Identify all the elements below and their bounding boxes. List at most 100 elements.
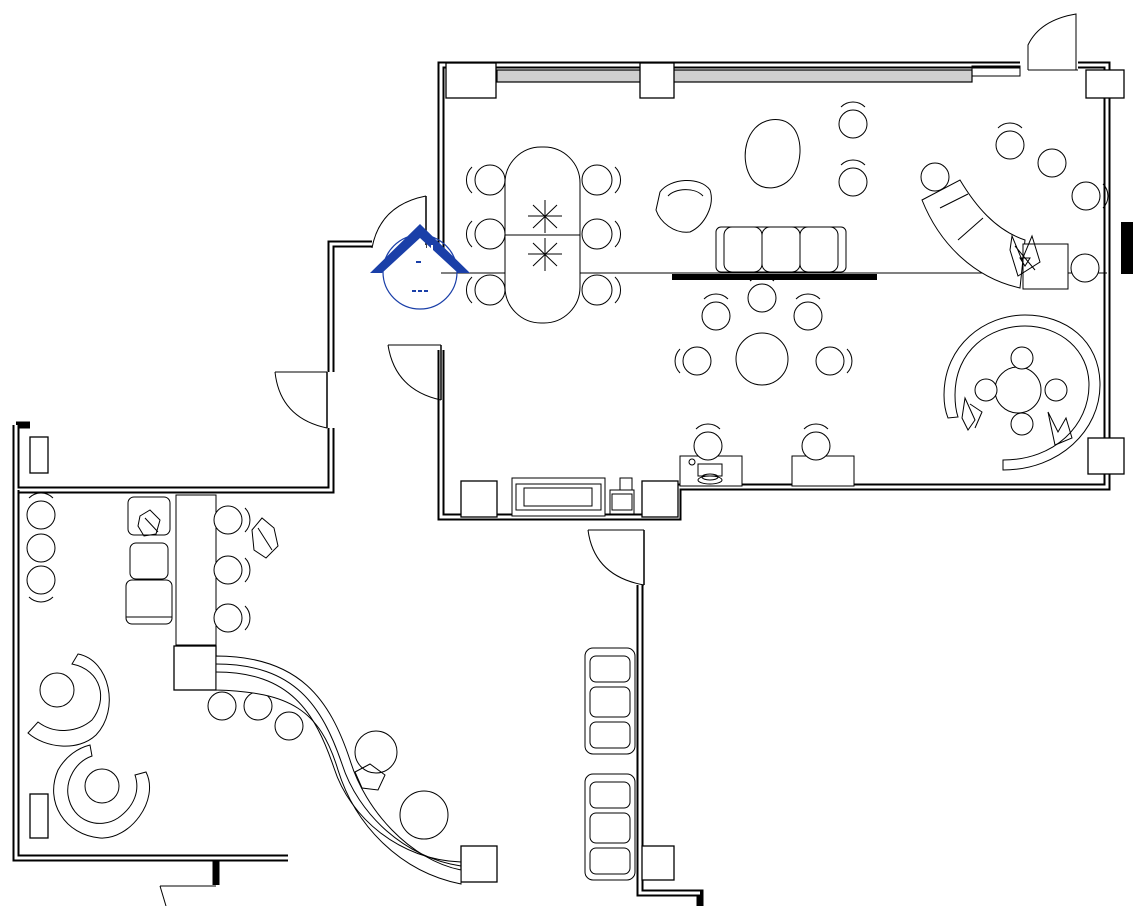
desk-chairs bbox=[693, 423, 831, 461]
chair-icon bbox=[466, 274, 506, 306]
column bbox=[29, 436, 49, 474]
credenza bbox=[511, 477, 635, 517]
plant-icon bbox=[1047, 411, 1073, 446]
side-table bbox=[1022, 243, 1069, 290]
chair-icon bbox=[701, 293, 731, 331]
round-table bbox=[994, 366, 1042, 414]
wall-corridor bbox=[12, 240, 372, 494]
chair-icon bbox=[26, 492, 56, 530]
chair-icon bbox=[1010, 412, 1034, 436]
chair-icon bbox=[1037, 148, 1067, 178]
east-window bbox=[1121, 222, 1133, 274]
column bbox=[445, 62, 497, 99]
chair-icon bbox=[838, 101, 868, 139]
bar-counter bbox=[125, 494, 279, 646]
chair-icon bbox=[995, 122, 1025, 160]
curved-lounge-chair bbox=[27, 653, 151, 839]
curved-bench bbox=[215, 655, 462, 885]
plant-icon bbox=[354, 763, 386, 791]
table-leg-icon bbox=[528, 238, 562, 271]
curved-booth bbox=[943, 314, 1101, 471]
sofa-seat bbox=[129, 542, 169, 580]
chair-icon bbox=[581, 164, 621, 196]
booth-chairs bbox=[974, 346, 1068, 436]
chair-icon bbox=[674, 346, 712, 376]
chair-icon bbox=[581, 274, 621, 306]
lamp-icon bbox=[688, 458, 696, 466]
walls bbox=[12, 61, 1133, 906]
door-swing-icon bbox=[371, 195, 427, 249]
conference-table-group bbox=[504, 146, 581, 324]
sofa-seat bbox=[127, 496, 171, 536]
chair-icon bbox=[693, 423, 723, 461]
columns bbox=[29, 62, 1125, 883]
door-swing-icon bbox=[274, 371, 328, 429]
conference-chairs bbox=[466, 164, 621, 306]
chair-icon bbox=[213, 555, 251, 585]
workstations bbox=[679, 455, 855, 487]
round-table-chairs bbox=[674, 101, 1109, 376]
glazing-north bbox=[496, 69, 973, 83]
chair-icon bbox=[581, 218, 621, 250]
chair-icon bbox=[274, 711, 304, 741]
doors bbox=[159, 13, 1078, 906]
plant-icon bbox=[1009, 234, 1041, 277]
round-table bbox=[735, 332, 789, 386]
glazing-north-end bbox=[971, 65, 1021, 77]
chair-icon bbox=[801, 423, 831, 461]
plant-icon bbox=[961, 396, 983, 431]
chair-icon bbox=[466, 164, 506, 196]
chair-icon bbox=[213, 505, 251, 535]
round-table bbox=[399, 790, 449, 840]
plant-icon bbox=[251, 517, 279, 559]
chair-icon bbox=[1044, 378, 1068, 402]
column bbox=[641, 845, 675, 881]
table-leg-icon bbox=[528, 200, 562, 233]
chair-icon bbox=[747, 275, 777, 313]
column bbox=[460, 480, 498, 518]
chair-icon bbox=[26, 533, 56, 563]
chair-icon bbox=[466, 218, 506, 250]
chair-icon bbox=[26, 565, 56, 603]
column bbox=[173, 645, 217, 691]
chair-icon bbox=[1010, 346, 1034, 370]
door-frame bbox=[159, 885, 167, 906]
chair-icon bbox=[1071, 181, 1109, 211]
wall-south-corridor-core bbox=[638, 585, 700, 895]
chair-icon bbox=[1070, 253, 1100, 283]
door-swing-icon bbox=[587, 529, 645, 586]
door-swing-icon bbox=[1027, 13, 1078, 71]
chair-icon bbox=[974, 378, 998, 402]
wall-corridor-core bbox=[14, 242, 372, 492]
wall-lounge-core bbox=[14, 490, 288, 860]
column bbox=[460, 845, 498, 883]
column bbox=[29, 793, 49, 839]
sofa-icon bbox=[715, 226, 847, 273]
chair-icon bbox=[213, 603, 251, 633]
plant-icon bbox=[137, 509, 161, 537]
rug-organic bbox=[744, 119, 801, 189]
armchair-icon bbox=[655, 179, 712, 233]
section-marker-icon[interactable] bbox=[370, 224, 470, 310]
column bbox=[1085, 69, 1125, 99]
waiting-sofas bbox=[584, 647, 636, 881]
desk bbox=[791, 455, 855, 487]
column bbox=[1087, 437, 1125, 475]
chair-icon bbox=[84, 768, 120, 804]
partition-bar bbox=[672, 274, 877, 280]
round-table bbox=[354, 730, 398, 774]
chair-icon bbox=[838, 159, 868, 197]
column bbox=[641, 480, 679, 518]
chair-icon bbox=[920, 162, 950, 192]
chair-icon bbox=[793, 293, 823, 331]
curved-sofa bbox=[921, 179, 1069, 290]
door-swing-icon bbox=[387, 344, 442, 401]
lounge-furniture bbox=[655, 119, 847, 386]
lounge-chairs bbox=[26, 492, 304, 741]
chair-icon bbox=[39, 672, 75, 708]
chair-icon bbox=[815, 346, 853, 376]
sofa-seat bbox=[125, 579, 173, 625]
column bbox=[639, 62, 675, 99]
chair-icon bbox=[207, 691, 237, 721]
